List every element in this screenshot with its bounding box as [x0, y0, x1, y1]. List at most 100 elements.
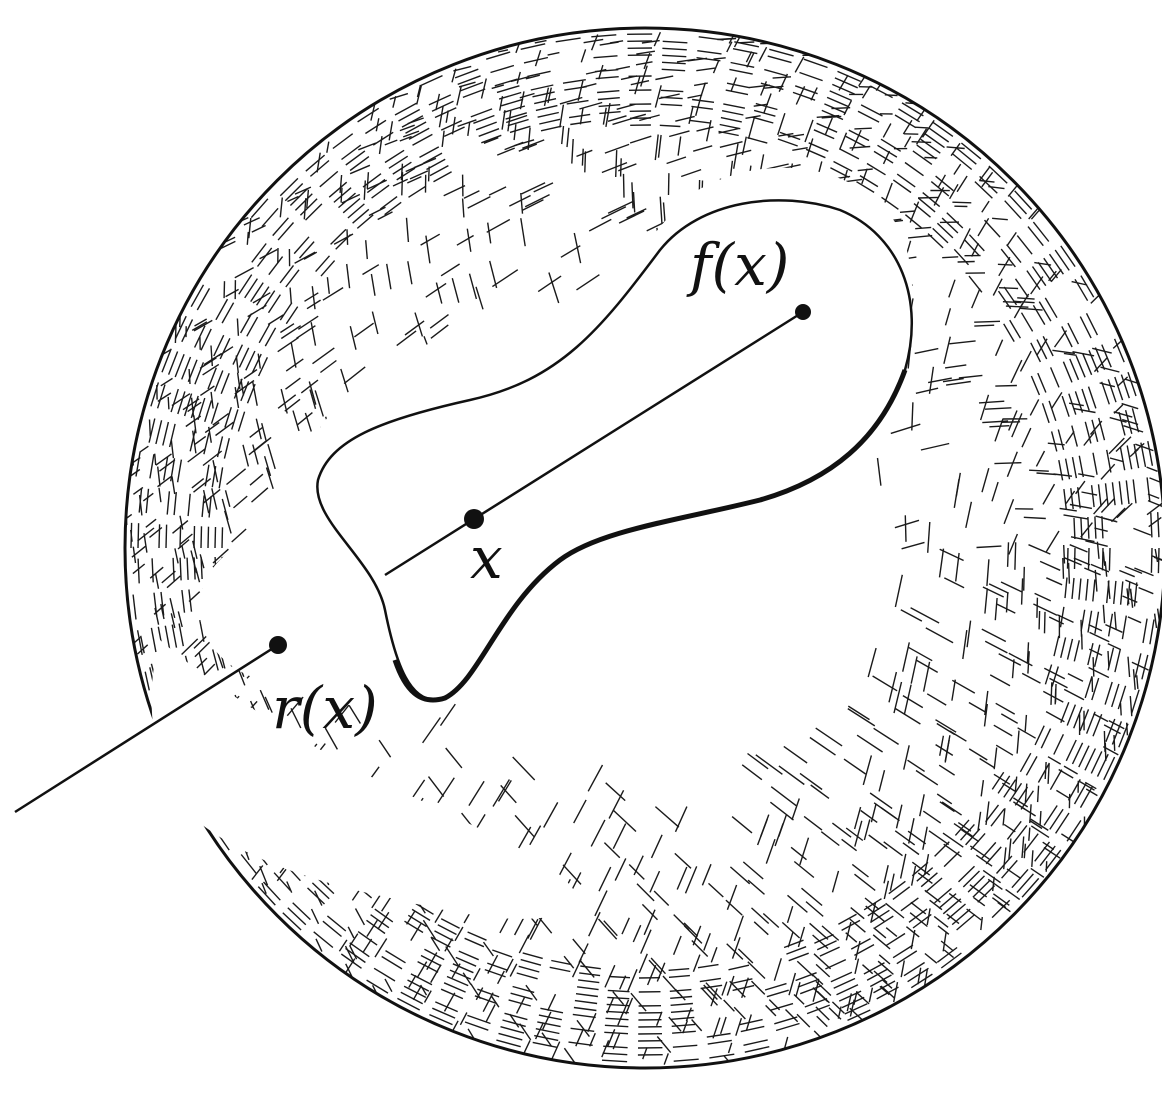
mesh-stroke — [541, 1032, 552, 1047]
mesh-stroke — [356, 214, 374, 229]
mesh-stroke — [315, 255, 331, 273]
mesh-stroke — [384, 978, 393, 993]
mesh-stroke — [687, 94, 703, 99]
mesh-stroke — [1075, 480, 1086, 495]
mesh-stroke — [388, 155, 409, 169]
mesh-stroke — [362, 938, 373, 953]
mesh-stroke — [696, 57, 721, 62]
mesh-stroke — [1109, 457, 1124, 463]
mesh-stroke — [358, 142, 377, 151]
mesh-stroke — [866, 968, 889, 981]
mesh-stroke — [951, 679, 976, 694]
mesh-stroke — [322, 920, 342, 938]
mesh-stroke — [1126, 581, 1131, 606]
mesh-stroke — [992, 876, 995, 892]
mesh-stroke — [397, 997, 421, 1011]
mesh-stroke — [514, 814, 535, 838]
mesh-stroke — [1038, 610, 1041, 630]
mesh-stroke — [677, 136, 682, 156]
mesh-stroke — [945, 380, 971, 386]
mesh-stroke — [925, 627, 954, 644]
ray-rx-outward — [14, 643, 279, 814]
mesh-stroke — [1019, 307, 1043, 311]
mesh-stroke — [885, 902, 905, 919]
mesh-stroke — [854, 127, 872, 130]
mesh-stroke — [385, 950, 406, 964]
mesh-stroke — [234, 379, 255, 395]
mesh-stroke — [760, 82, 784, 91]
mesh-stroke — [899, 853, 907, 879]
mesh-stroke — [1008, 410, 1018, 431]
mesh-stroke — [959, 823, 975, 841]
mesh-stroke — [1063, 352, 1077, 356]
mesh-stroke — [713, 57, 726, 60]
mesh-stroke — [962, 630, 968, 660]
mesh-stroke — [303, 198, 307, 220]
mesh-stroke — [520, 958, 542, 966]
mesh-stroke — [190, 395, 199, 419]
mesh-stroke — [518, 143, 538, 152]
mesh-stroke — [1065, 739, 1077, 762]
mesh-stroke — [501, 98, 524, 107]
mesh-stroke — [904, 214, 922, 229]
mesh-stroke — [986, 559, 990, 586]
mesh-stroke — [1027, 226, 1044, 247]
mesh-stroke — [176, 459, 183, 483]
mesh-stroke — [1124, 410, 1133, 434]
mesh-stroke — [1003, 779, 1017, 798]
mesh-stroke — [225, 288, 239, 298]
mesh-stroke — [499, 915, 510, 934]
mesh-stroke — [882, 979, 893, 989]
mesh-stroke — [980, 841, 997, 860]
mesh-stroke — [940, 940, 954, 952]
mesh-stroke — [719, 1016, 727, 1035]
mesh-stroke — [951, 679, 956, 701]
mesh-stroke — [1063, 544, 1066, 564]
mesh-stroke — [498, 91, 522, 100]
mesh-stroke — [710, 988, 718, 1007]
mesh-stroke — [279, 197, 283, 218]
mesh-stroke — [955, 472, 961, 497]
mesh-stroke — [1071, 456, 1078, 479]
mesh-stroke — [808, 142, 829, 152]
mesh-stroke — [1051, 392, 1063, 409]
mesh-stroke — [374, 908, 394, 923]
mesh-stroke — [1008, 533, 1019, 555]
mesh-stroke — [1021, 427, 1032, 448]
mesh-stroke — [193, 325, 206, 348]
mesh-stroke — [1054, 688, 1057, 705]
mesh-stroke — [192, 430, 197, 454]
mesh-stroke — [674, 806, 688, 833]
mesh-stroke — [874, 915, 894, 929]
mesh-stroke — [377, 911, 390, 930]
mesh-stroke — [1045, 530, 1060, 553]
mesh-stroke — [487, 962, 509, 971]
mesh-stroke — [834, 77, 858, 89]
mesh-stroke — [1065, 490, 1076, 504]
mesh-stroke — [913, 203, 931, 218]
mesh-stroke — [598, 104, 621, 108]
mesh-stroke — [333, 187, 352, 203]
mesh-stroke — [953, 823, 973, 837]
mesh-stroke — [763, 93, 772, 114]
mesh-stroke — [1039, 845, 1056, 867]
mesh-stroke — [349, 326, 357, 350]
mesh-stroke — [259, 865, 269, 886]
mesh-stroke — [981, 468, 990, 493]
mesh-stroke — [899, 210, 916, 213]
mesh-stroke — [816, 1015, 828, 1028]
mesh-stroke — [981, 171, 994, 188]
mesh-stroke — [153, 592, 158, 617]
mesh-stroke — [769, 801, 794, 821]
mesh-stroke — [1106, 580, 1110, 604]
mesh-stroke — [1019, 350, 1032, 372]
mesh-stroke — [568, 113, 591, 119]
dumbbell-region-heavy-edge — [392, 369, 908, 703]
mesh-stroke — [1090, 751, 1103, 774]
mesh-stroke — [967, 875, 985, 893]
mesh-stroke — [885, 932, 906, 947]
mesh-stroke — [236, 318, 240, 336]
mesh-stroke — [1009, 782, 1023, 802]
mesh-stroke — [226, 468, 247, 486]
